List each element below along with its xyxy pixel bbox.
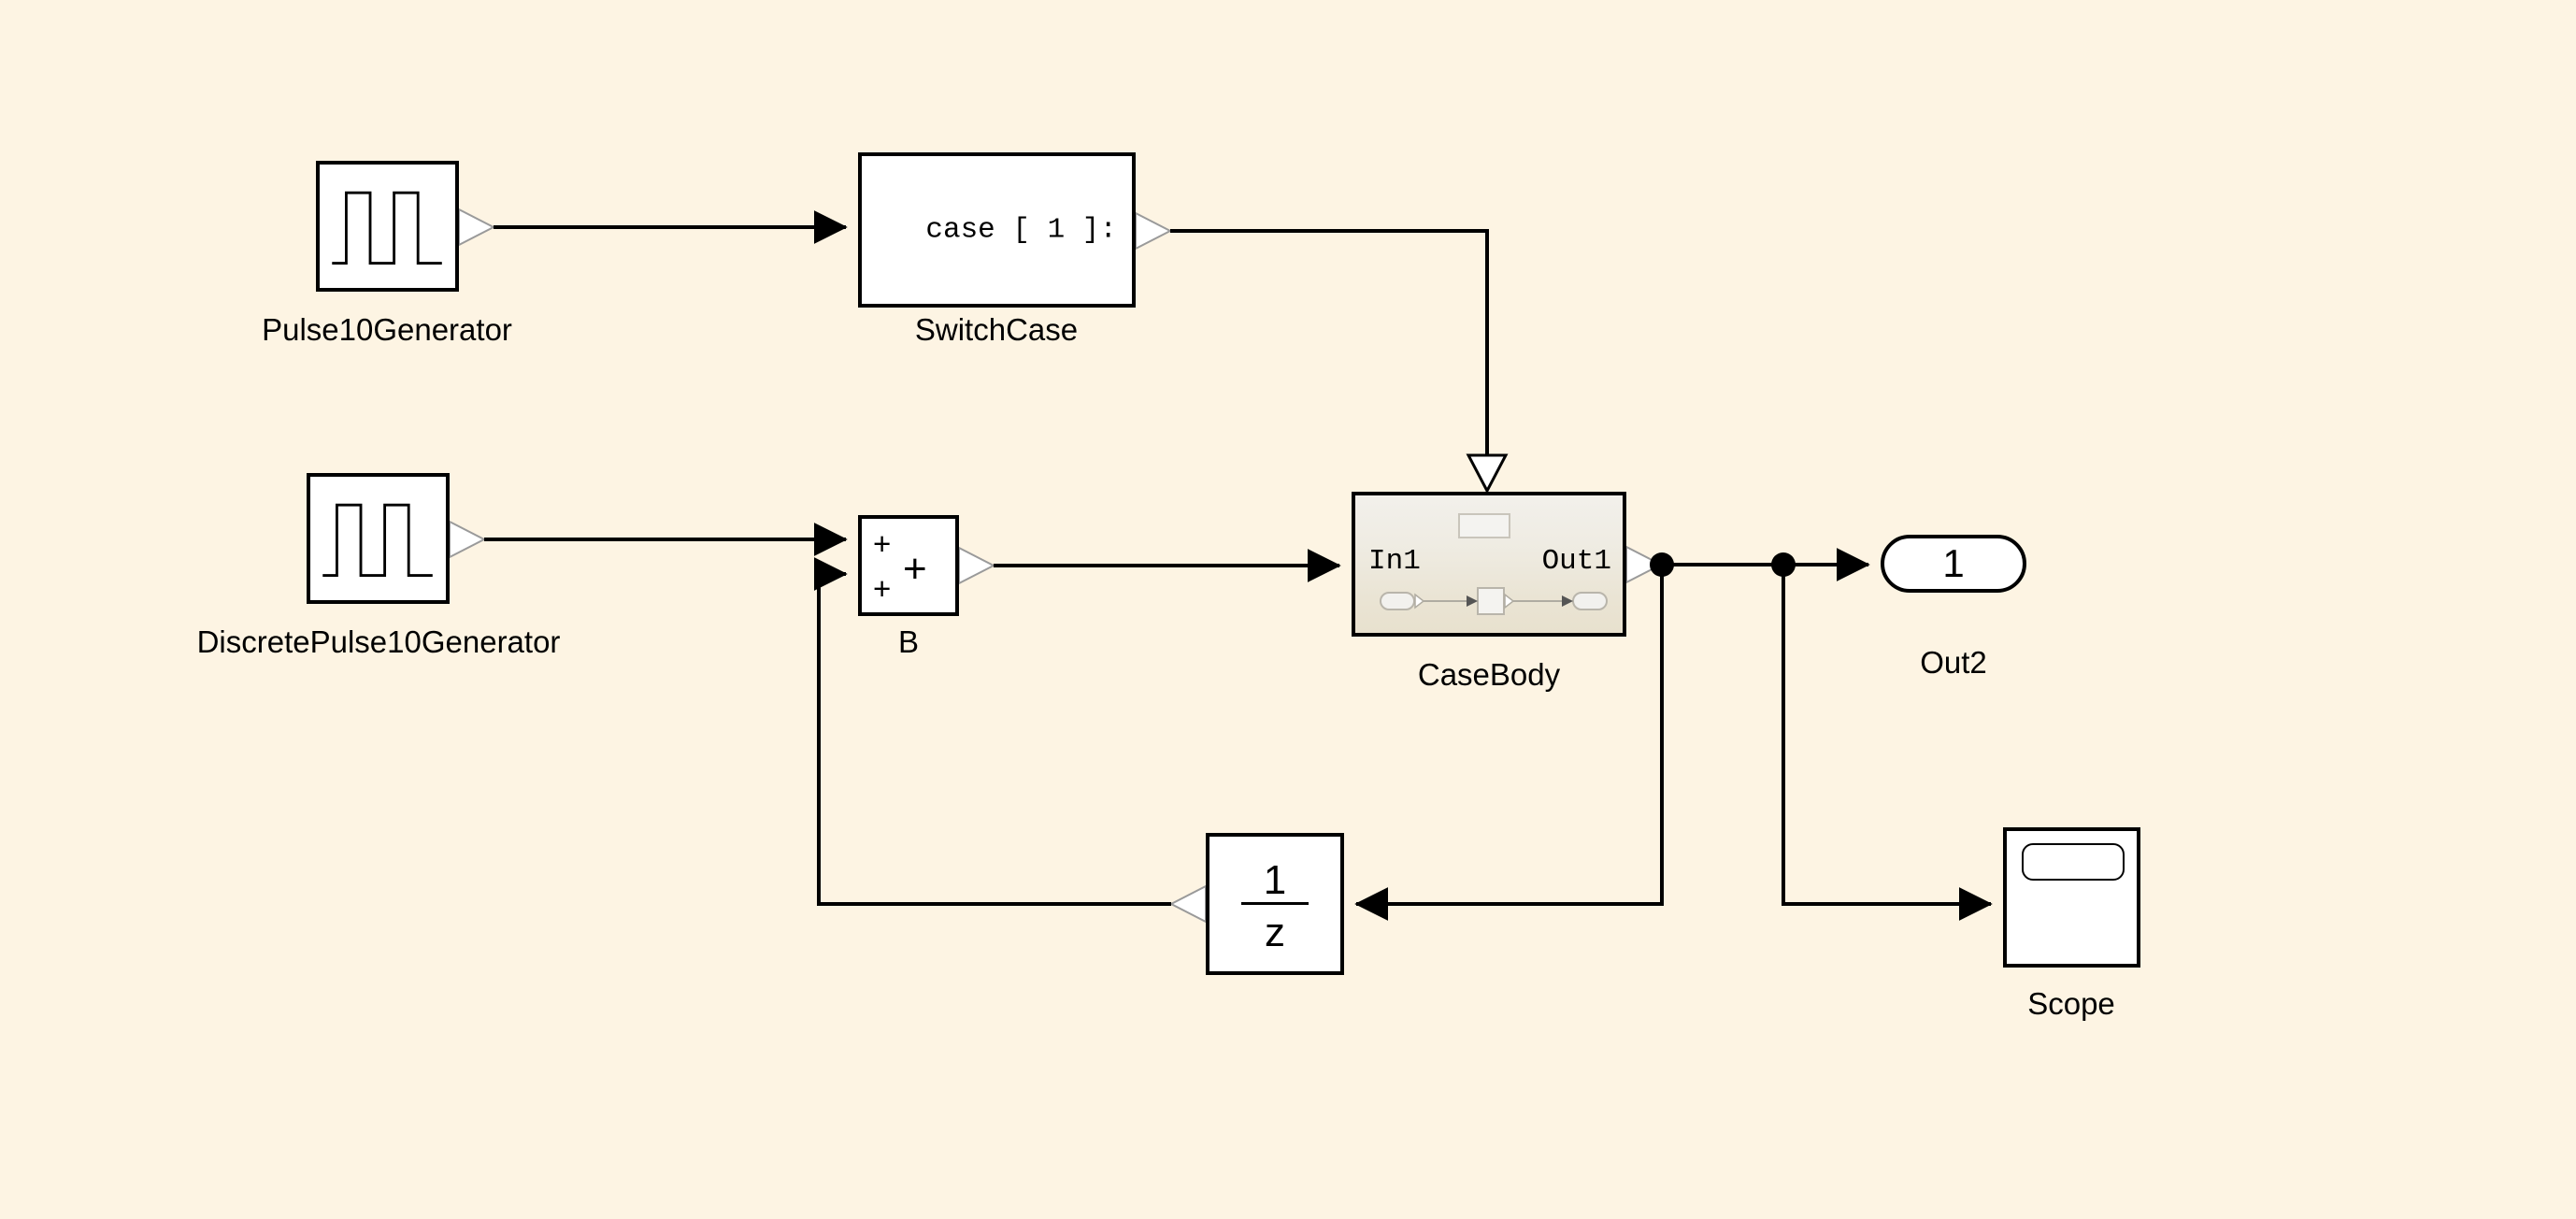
wire-branch-to-scope [1782,565,1993,921]
label-switchcase: SwitchCase [914,312,1079,347]
unit-delay-numerator: 1 [1263,857,1287,903]
label-out2: Out2 [1920,645,1987,680]
sum-sign-center: + [903,546,927,592]
output-port-switchcase [1135,211,1173,251]
scope-screen-icon [2022,843,2125,881]
output-port-unitdelay [1168,884,1207,924]
block-outport-out2[interactable]: 1 [1881,535,2026,593]
block-discretepulse10generator[interactable] [307,473,450,604]
label-pulse10generator: Pulse10Generator [262,312,512,347]
sum-sign-input1: + [873,526,892,561]
signal-branch-point-2 [1771,552,1796,577]
output-port-sum [958,546,996,585]
unit-delay-denominator: z [1265,910,1285,955]
casebody-outport-label: Out1 [1541,545,1611,578]
label-scope: Scope [2027,986,2115,1021]
block-casebody-subsystem[interactable]: In1 Out1 [1352,492,1626,637]
mini-inport-shape [1380,592,1415,610]
outport-number: 1 [1942,541,1965,585]
label-discretepulse10generator: DiscretePulse10Generator [196,624,561,659]
label-casebody: CaseBody [1417,657,1561,692]
output-port-casebody [1625,545,1664,584]
square-wave-icon [332,191,442,265]
action-port-casebody [1466,453,1509,495]
output-port-pulse [458,208,496,247]
signal-branch-point-1 [1650,552,1674,577]
unit-delay-fraction-bar [1241,902,1309,905]
casebody-inport-label: In1 [1368,545,1421,578]
sum-sign-input2: + [873,571,892,606]
label-sum-b: B [897,624,919,659]
switchcase-condition-text: case [ 1 ]: [925,213,1117,247]
mini-diagram-wires [1414,593,1573,610]
wire-switchcase-to-casebody-action [1170,229,1489,455]
block-scope[interactable] [2003,827,2140,968]
square-wave-icon [322,503,433,578]
subsystem-top-rect [1458,513,1510,538]
wire-unitdelay-to-sum [813,557,1171,906]
block-switchcase[interactable]: case [ 1 ]: [858,152,1136,308]
block-sum-b[interactable]: + + + [858,515,959,616]
block-pulse10generator[interactable] [316,161,459,292]
output-port-discretepulse [449,520,487,559]
block-unit-delay[interactable]: 1 z [1206,833,1344,975]
